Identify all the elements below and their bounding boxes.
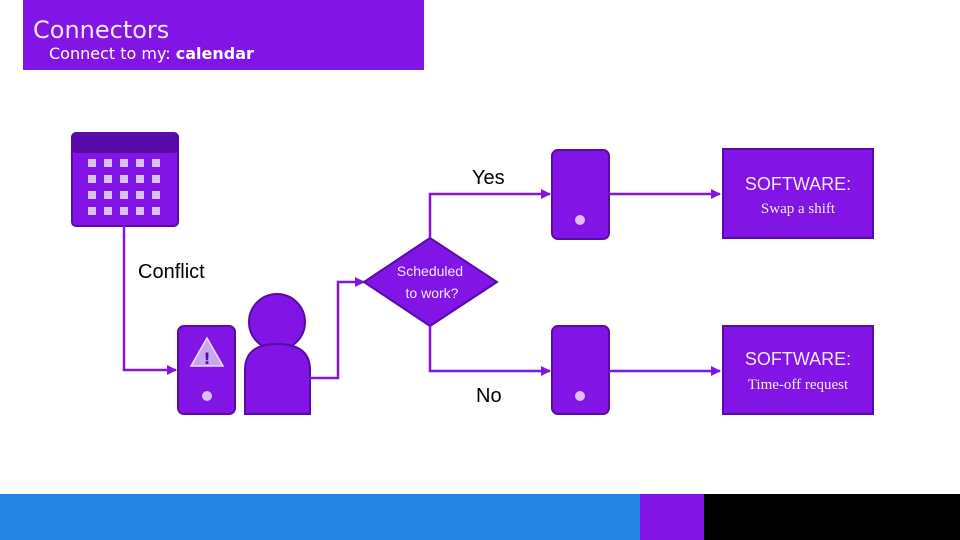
connector-no (428, 326, 551, 376)
decision-line1: Scheduled (397, 263, 463, 279)
header-subtitle: Connect to my: calendar (49, 44, 254, 64)
subtitle-prefix: Connect to my: (49, 44, 176, 63)
calendar-icon (71, 132, 179, 227)
phone-icon-bottom (551, 325, 610, 415)
conflict-label: Conflict (138, 261, 205, 283)
yes-label: Yes (472, 167, 505, 189)
software-box-bottom: SOFTWARE: Time-off request (722, 325, 874, 415)
subtitle-bold: calendar (175, 44, 254, 63)
software-bottom-title: SOFTWARE: (745, 349, 851, 369)
software-box-top: SOFTWARE: Swap a shift (722, 148, 874, 239)
connector-calendar-to-phone (122, 226, 177, 375)
header-banner: Connectors Connect to my: calendar (23, 0, 424, 70)
header-title: Connectors (33, 16, 170, 44)
connector-person-to-decision (310, 277, 365, 380)
software-top-text: Swap a shift (761, 201, 836, 217)
connector-yes (428, 189, 551, 238)
decision-diamond: Scheduled to work? (362, 236, 499, 328)
svg-text:!: ! (203, 349, 210, 368)
decision-line2: to work? (406, 285, 459, 301)
phone-icon-top (551, 149, 610, 240)
no-label: No (476, 385, 502, 407)
footer-bar-black (704, 494, 960, 540)
person-icon (244, 293, 311, 415)
phone-warning-icon: ! (177, 325, 236, 415)
software-top-title: SOFTWARE: (745, 174, 851, 194)
footer-bar-blue (0, 494, 640, 540)
footer-bar-purple (640, 494, 704, 540)
software-bottom-text: Time-off request (748, 377, 849, 393)
